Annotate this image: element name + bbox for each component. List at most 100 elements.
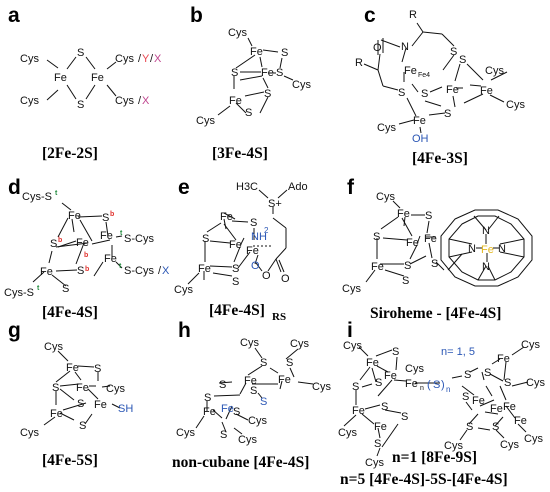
ado-group: Ado: [288, 181, 308, 193]
s-atom: S: [94, 363, 101, 375]
fe-atom: Fe: [374, 421, 387, 433]
fe-atom: Fe: [371, 261, 384, 273]
fe1-atom: Fe: [413, 115, 426, 127]
bridge-n-subscript: n: [446, 385, 450, 394]
s-atom: S: [462, 391, 469, 403]
fe-atom: Fe: [490, 403, 503, 415]
fe-atom: Fe: [76, 382, 89, 394]
panel-letter-h: h: [178, 319, 191, 342]
n-values-label: n= 1, 5: [441, 346, 475, 358]
panel-letter-b: b: [190, 4, 203, 27]
fe-atom: Fe: [50, 408, 63, 420]
fe-atom: Fe: [261, 67, 274, 79]
b-superscript: b: [84, 252, 88, 259]
fe-atom: Fe: [384, 370, 397, 382]
s-atom: S: [381, 401, 388, 413]
fe-atom: Fe: [366, 357, 379, 369]
n-atom: N: [482, 225, 490, 237]
bridging-s: S: [260, 396, 267, 408]
s-atom: S: [398, 87, 405, 99]
panel-letter-e: e: [178, 176, 190, 199]
caption-a: [2Fe-2S]: [42, 145, 98, 162]
fe-atom: Fe: [198, 263, 211, 275]
cys-label: Cys: [20, 53, 39, 65]
s-atom: S: [404, 260, 411, 272]
cys-s-label: Cys-S: [4, 287, 34, 299]
o-atom: O: [281, 273, 290, 285]
amino-nitrogen: NH: [251, 231, 267, 243]
s-atom: S: [281, 47, 288, 59]
s-atom: S: [232, 263, 239, 275]
carboxylate-o: O: [251, 260, 260, 272]
s-atom: S: [245, 107, 252, 119]
cys-label: Cys: [292, 79, 311, 91]
sulfhydryl: SH: [118, 403, 133, 415]
cys-label: Cys: [312, 381, 331, 393]
fe-atom: Fe: [104, 253, 117, 265]
cys-label: Cys: [365, 457, 384, 469]
panel-a: a Cys Cys Fe S S Fe Cys / Y / X Cys / X …: [8, 4, 162, 162]
cys-label: Cys: [444, 440, 463, 452]
cys-label: Cys: [343, 340, 362, 352]
fe-atom: Fe: [397, 208, 410, 220]
panel-e: e: [174, 176, 308, 323]
methyl-group: H3C: [236, 181, 258, 193]
cys-label: Cys: [238, 434, 257, 446]
s-cys-label: S-Cys: [124, 265, 154, 277]
amino-h2: 2: [264, 226, 269, 235]
fe-atom: Fe: [250, 46, 263, 58]
panel-letter-f: f: [347, 176, 355, 199]
s-atom: S: [425, 210, 432, 222]
fe-atom: Fe: [94, 399, 107, 411]
fe8-atom: Fe: [472, 395, 485, 407]
caption-e: [4Fe-4S]: [209, 302, 265, 319]
s-atom: S: [102, 212, 109, 224]
fe-atom: Fe: [40, 266, 53, 278]
fe-atom: Fe: [514, 415, 527, 427]
fe-atom: Fe: [497, 353, 510, 365]
fe-atom: Fe: [66, 362, 79, 374]
fe-atom: Fe: [220, 211, 233, 223]
s-atom: S: [231, 67, 238, 79]
s-atom: S: [375, 377, 382, 389]
cys-label: Cys: [485, 65, 504, 77]
cys-label: Cys: [20, 95, 39, 107]
panel-letter-d: d: [8, 176, 21, 199]
ligand-x: X: [142, 95, 150, 107]
cys-label: Cys: [115, 53, 134, 65]
fe-atom: Fe: [352, 405, 365, 417]
n-atom: N: [401, 41, 409, 53]
n-atom: N: [468, 243, 476, 255]
fe-atom: Fe: [91, 72, 104, 84]
fe-atom: Fe: [100, 230, 113, 242]
cys-label: Cys: [376, 191, 395, 203]
s1-atom: S: [421, 88, 428, 100]
s3-atom: S: [444, 108, 451, 120]
caption-g: [4Fe-5S]: [42, 452, 98, 469]
cys-label: Cys: [174, 284, 193, 296]
panel-f: f: [342, 176, 533, 322]
cys-label: Cys: [106, 383, 125, 395]
cys-label: Cys: [44, 341, 63, 353]
s-atom: S: [233, 406, 240, 418]
fe-atom: Fe: [424, 233, 437, 245]
s-atom: S: [52, 382, 59, 394]
s-atom: S: [77, 47, 84, 59]
fe-atom: Fe: [406, 237, 419, 249]
panel-d: d Cys-S t Fe S b S b Fe Fe: [4, 176, 170, 321]
bridge-bracket: ): [441, 379, 445, 391]
bridge-bracket: (: [427, 379, 431, 391]
t-superscript: t: [119, 263, 122, 270]
r-group: R: [355, 57, 363, 69]
caption-c: [4Fe-3S]: [412, 150, 468, 167]
s2-atom: S: [459, 54, 466, 66]
ligand-x: X: [162, 265, 170, 277]
cys-label: Cys: [20, 427, 39, 439]
r-group: R: [409, 9, 417, 21]
cys-label: Cys: [526, 377, 545, 389]
cys-label: Cys: [115, 95, 134, 107]
slash: /: [158, 265, 162, 277]
fe-atom: Fe: [68, 210, 81, 222]
o-atom: O: [262, 270, 271, 282]
heme-fe-atom: Fe: [481, 244, 494, 256]
